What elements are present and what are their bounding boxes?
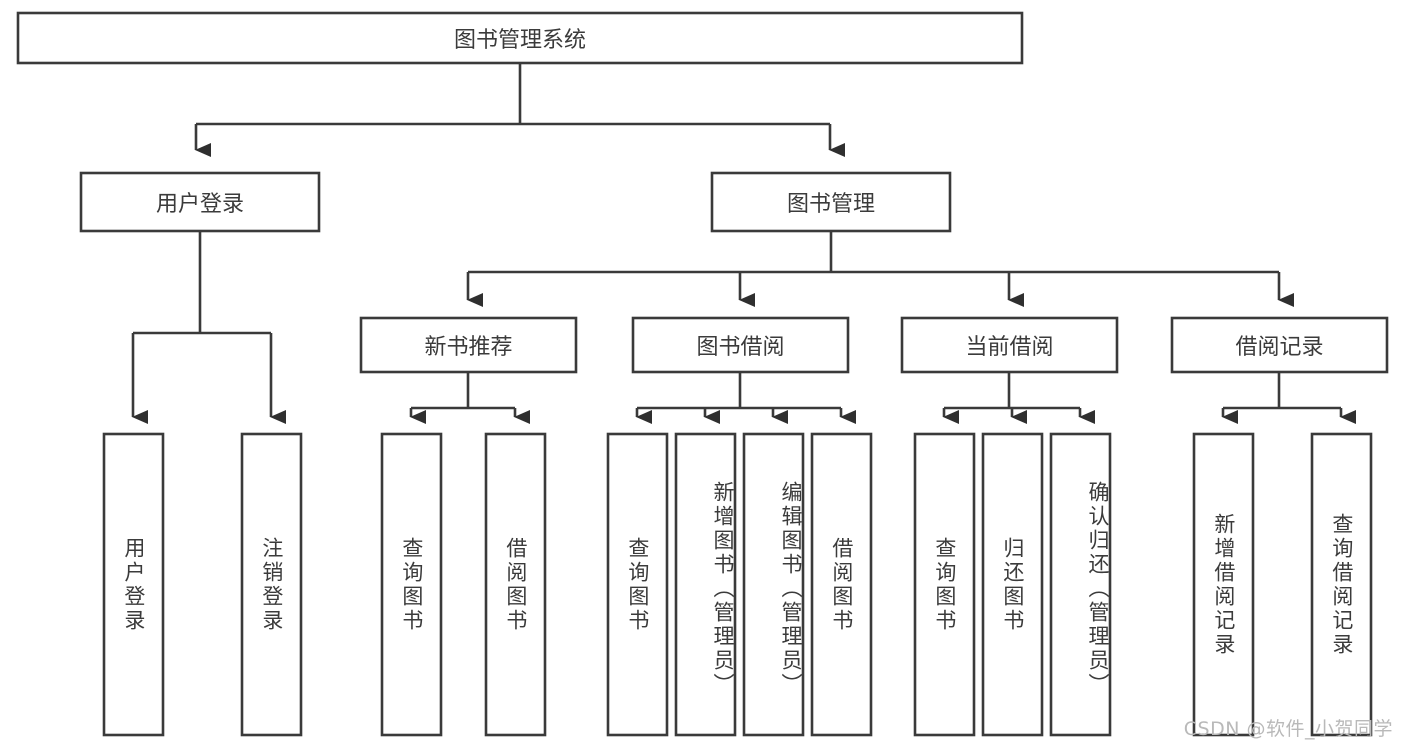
leaf-box-add-record[interactable] (1192, 432, 1255, 737)
leaf-box-add-book[interactable] (674, 432, 737, 737)
node-user-login-box[interactable] (79, 171, 321, 233)
leaf-box-query-book-2[interactable] (606, 432, 669, 737)
node-root-box[interactable] (16, 11, 1024, 65)
leaf-box-query-record[interactable] (1310, 432, 1373, 737)
node-new-book-recommend-box[interactable] (359, 316, 578, 374)
node-current-borrow-box[interactable] (900, 316, 1119, 374)
leaf-box-query-book-1[interactable] (380, 432, 443, 737)
leaf-box-user-logout[interactable] (240, 432, 303, 737)
leaf-box-return-book[interactable] (981, 432, 1044, 737)
leaf-box-borrow-book-1[interactable] (484, 432, 547, 737)
node-borrow-record-box[interactable] (1170, 316, 1389, 374)
csdn-watermark: CSDN @软件_小贺同学 (1183, 718, 1393, 740)
leaf-box-confirm-return[interactable] (1049, 432, 1112, 737)
node-book-manage-box[interactable] (710, 171, 952, 233)
leaf-box-borrow-book-2[interactable] (810, 432, 873, 737)
leaf-box-edit-book[interactable] (742, 432, 805, 737)
leaf-box-user-login[interactable] (102, 432, 165, 737)
node-book-borrow-box[interactable] (631, 316, 850, 374)
leaf-box-query-book-3[interactable] (913, 432, 976, 737)
